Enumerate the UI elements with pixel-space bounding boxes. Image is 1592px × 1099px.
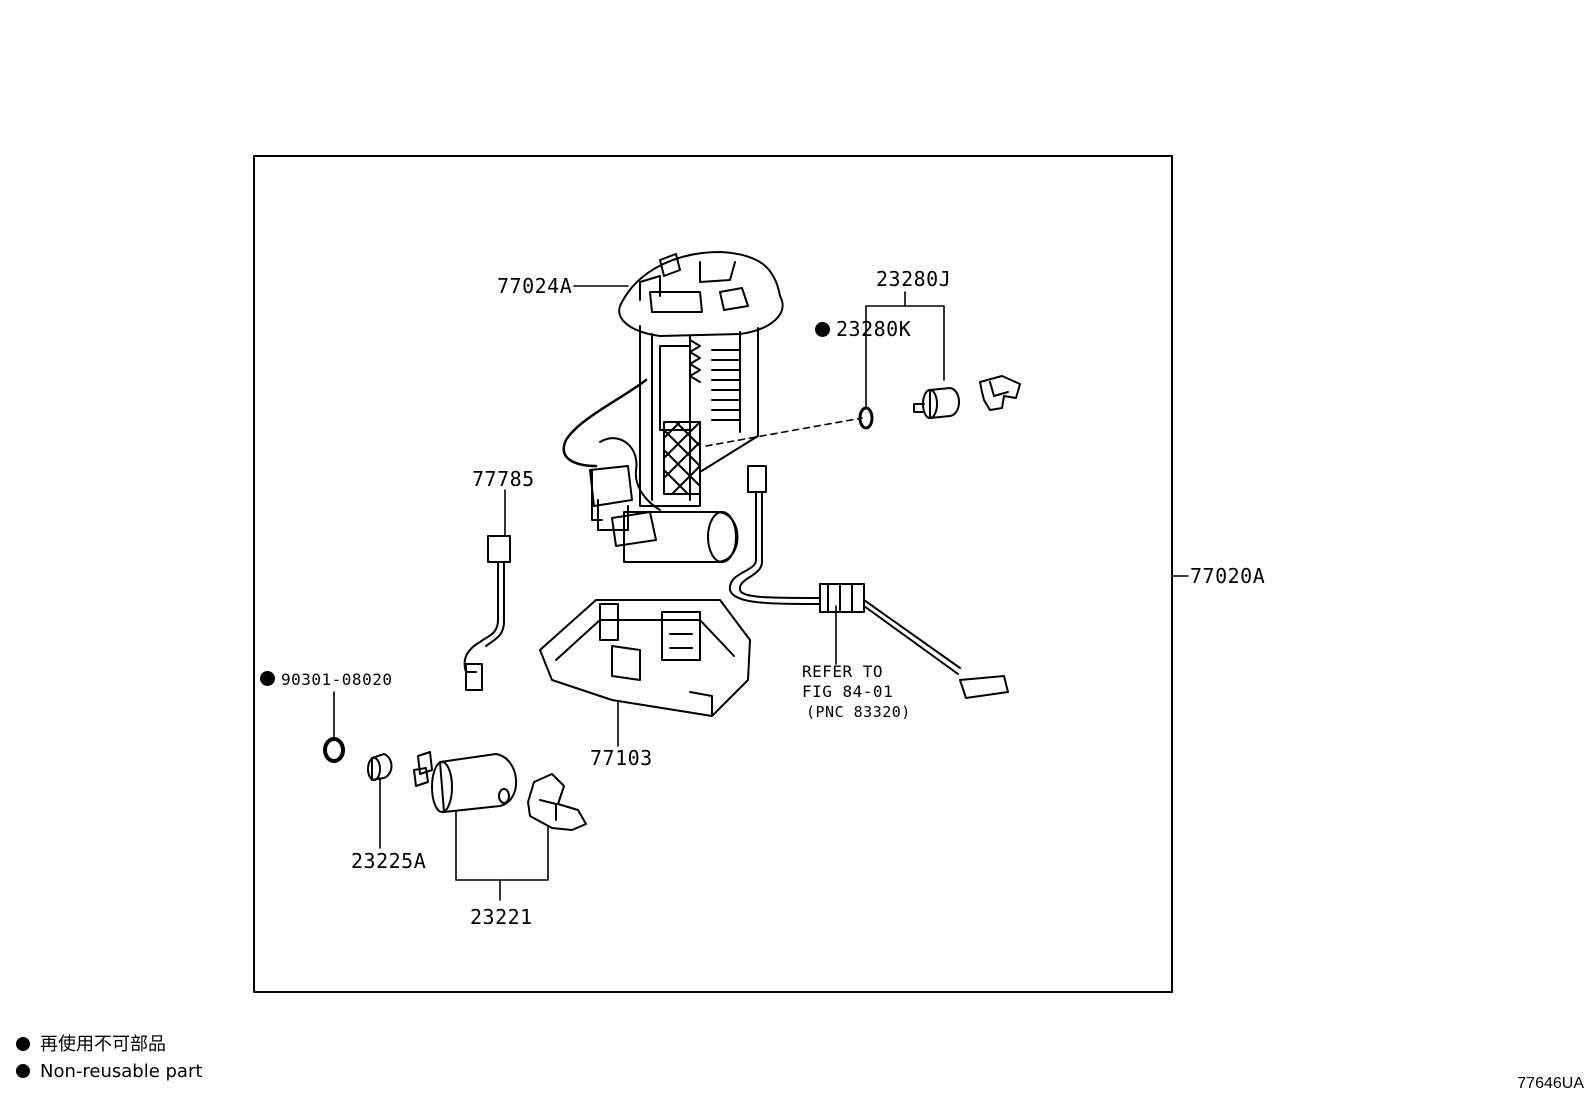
legend-english: Non-reusable part bbox=[16, 1061, 202, 1083]
callout-90301-text: 90301-08020 bbox=[281, 670, 393, 689]
legend-japanese: 再使用不可部品 bbox=[16, 1034, 166, 1056]
gasket-23280K-drawing bbox=[858, 406, 874, 430]
non-reusable-dot-icon bbox=[260, 671, 275, 686]
refer-line-1: REFER TO bbox=[802, 662, 884, 681]
legend-japanese-text: 再使用不可部品 bbox=[40, 1034, 166, 1055]
callout-23280J: 23280J bbox=[876, 267, 952, 291]
non-reusable-dot-icon bbox=[16, 1064, 30, 1078]
filter-23225A-drawing bbox=[367, 753, 393, 781]
refer-line-3: (PNC 83320) bbox=[806, 703, 911, 721]
regulator-23280J-drawing bbox=[913, 375, 1021, 419]
callout-77024A: 77024A bbox=[497, 274, 573, 298]
legend-english-text: Non-reusable part bbox=[40, 1061, 203, 1082]
callout-23225A: 23225A bbox=[351, 849, 427, 873]
leader-lines bbox=[333, 285, 1189, 901]
pump-23221-drawing bbox=[413, 751, 587, 831]
non-reusable-dot-icon bbox=[16, 1037, 30, 1051]
callout-90301-08020: 90301-08020 bbox=[260, 670, 392, 690]
refer-line-2: FIG 84-01 bbox=[802, 682, 894, 701]
non-reusable-dot-icon bbox=[815, 322, 830, 337]
sender-gauge-77785-drawing bbox=[463, 535, 511, 691]
diagram-frame bbox=[253, 155, 1173, 993]
callout-23221: 23221 bbox=[470, 905, 533, 929]
callout-77020A: 77020A bbox=[1190, 564, 1266, 588]
callout-23280K-text: 23280K bbox=[836, 317, 912, 341]
figure-code: 77646UA bbox=[1517, 1075, 1584, 1092]
callout-77785: 77785 bbox=[472, 467, 535, 491]
o-ring-90301-drawing bbox=[323, 737, 345, 763]
callout-77103: 77103 bbox=[590, 746, 653, 770]
wiring-harness-drawing bbox=[728, 465, 1009, 699]
fuel-pump-module-drawing bbox=[562, 251, 784, 563]
bracket-77103-drawing bbox=[539, 599, 751, 717]
callout-23280K: 23280K bbox=[815, 318, 911, 340]
